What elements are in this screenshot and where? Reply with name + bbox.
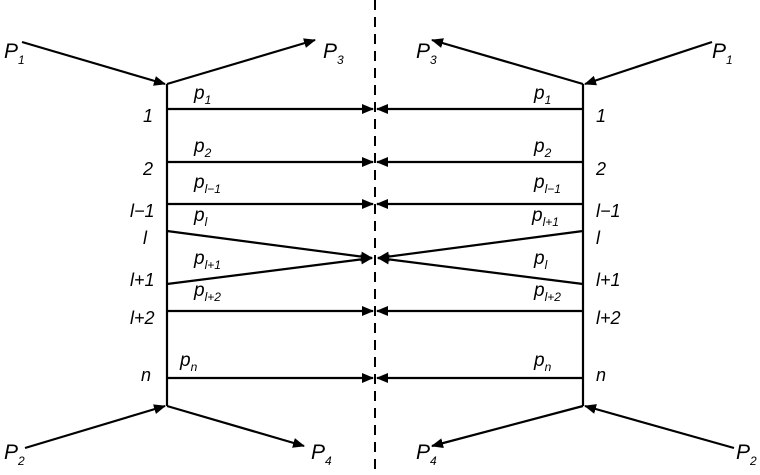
index-right-1: 1 <box>596 106 606 126</box>
label-P1-right: P1 <box>712 40 733 67</box>
label-P2-right: P2 <box>736 441 757 468</box>
momentum-left-p-l-plus-1: pl+1 <box>193 248 221 272</box>
index-left-l-plus-1: l+1 <box>130 270 155 290</box>
label-P1-left: P1 <box>4 40 25 67</box>
index-right-n: n <box>596 365 606 385</box>
leg-P2-right <box>584 404 735 450</box>
momentum-left-p2: p2 <box>193 136 212 160</box>
index-left-n: n <box>141 365 151 385</box>
momentum-left-p-l: pl <box>193 205 208 229</box>
momentum-right-p-n: pn <box>533 350 552 374</box>
index-right-l-minus-1: l−1 <box>596 201 621 221</box>
index-left-1: 1 <box>143 106 153 126</box>
index-right-l: l <box>596 228 601 248</box>
index-left-l: l <box>143 228 148 248</box>
rung-l-plus-1-right-arrow <box>377 229 584 262</box>
momentum-right-p-l-plus-1: pl+1 <box>531 205 559 229</box>
rung-l-plus-1-left-arrow <box>166 254 373 286</box>
index-left-2: 2 <box>142 159 153 179</box>
momentum-right-p-l-plus-2: pl+2 <box>533 280 561 304</box>
rung-l-left-arrow <box>166 229 373 262</box>
index-right-l-plus-1: l+1 <box>596 270 621 290</box>
index-left-l-minus-1: l−1 <box>130 201 155 221</box>
label-P4-left: P4 <box>311 441 332 468</box>
index-right-l-plus-2: l+2 <box>596 308 621 328</box>
leg-P4-right <box>431 404 584 449</box>
momentum-left-p-l-minus-1: pl−1 <box>193 172 221 196</box>
momentum-left-p1: p1 <box>193 83 211 107</box>
momentum-right-p-l-minus-1: pl−1 <box>533 172 561 196</box>
leg-P1-right <box>584 40 713 86</box>
rung-l-right-arrow <box>377 254 584 286</box>
momentum-right-p-l: pl <box>533 248 548 272</box>
crossed-rungs <box>166 229 584 286</box>
momentum-right-p2: p2 <box>533 136 552 160</box>
leg-P2-left <box>24 404 166 450</box>
momentum-left-p-n: pn <box>179 350 198 374</box>
momentum-right-p1: p1 <box>533 83 551 107</box>
index-right-2: 2 <box>595 159 606 179</box>
label-P3-right: P3 <box>416 40 437 67</box>
label-P3-left: P3 <box>323 40 344 67</box>
label-P2-left: P2 <box>4 441 25 468</box>
leg-P4-left <box>166 404 305 448</box>
leg-P1-left <box>21 40 166 86</box>
momentum-left-p-l-plus-2: pl+2 <box>193 280 221 304</box>
leg-P3-right <box>431 38 584 86</box>
leg-P3-left <box>166 38 316 86</box>
label-P4-right: P4 <box>416 441 437 468</box>
index-left-l-plus-2: l+2 <box>130 308 155 328</box>
